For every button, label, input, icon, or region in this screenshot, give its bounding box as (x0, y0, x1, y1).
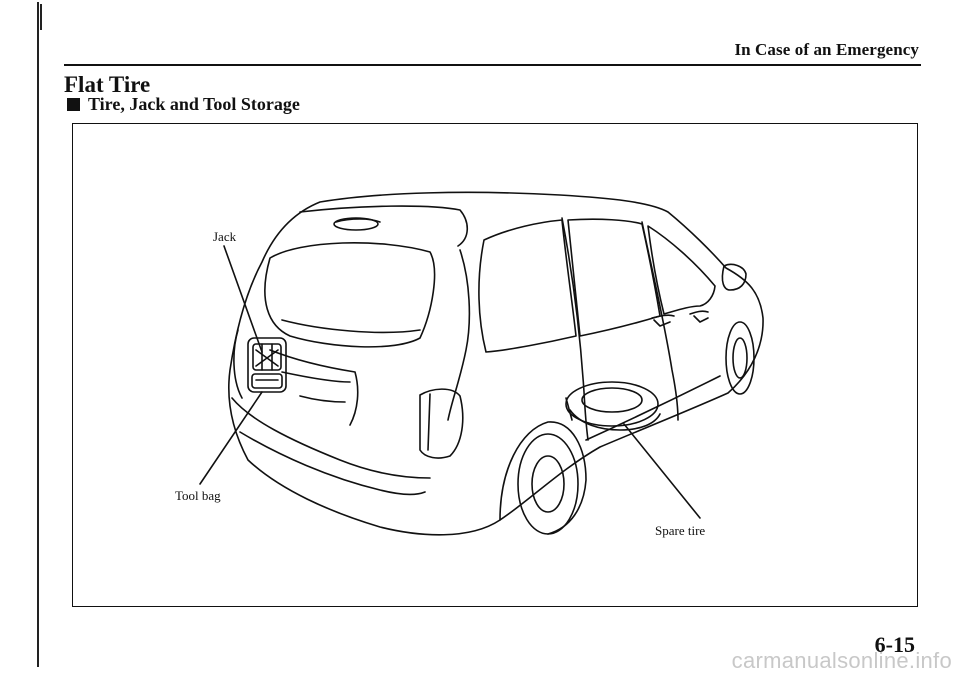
callout-spare-tire: Spare tire (655, 523, 706, 538)
binding-edge-tick (40, 4, 42, 30)
van-body-outline (228, 191, 764, 536)
subheading: Tire, Jack and Tool Storage (67, 94, 300, 115)
rear-wheel (517, 433, 579, 535)
binding-edge-line (37, 2, 39, 667)
callout-jack: Jack (213, 229, 237, 244)
side-window-front (647, 225, 716, 315)
jack-leader-line (223, 245, 263, 353)
callout-tool-bag: Tool bag (175, 488, 221, 503)
square-bullet-icon (67, 98, 80, 111)
rear-window (264, 242, 436, 348)
figure-frame (72, 123, 918, 607)
tool-bag-leader-line (199, 391, 263, 485)
header-rule (64, 64, 921, 66)
watermark-text: carmanualsonline.info (731, 648, 952, 673)
section-title: Flat Tire (64, 72, 151, 97)
page-number: 6-15 (874, 632, 915, 657)
spare-tire (565, 381, 659, 427)
side-mirror (721, 263, 747, 291)
subheading-text: Tire, Jack and Tool Storage (88, 94, 300, 114)
running-header: In Case of an Emergency (734, 40, 919, 59)
spare-tire-leader-line (623, 423, 701, 519)
jack-compartment (247, 337, 287, 393)
side-window-middle (567, 218, 661, 337)
front-wheel (725, 321, 755, 395)
side-window-rear (478, 219, 577, 353)
